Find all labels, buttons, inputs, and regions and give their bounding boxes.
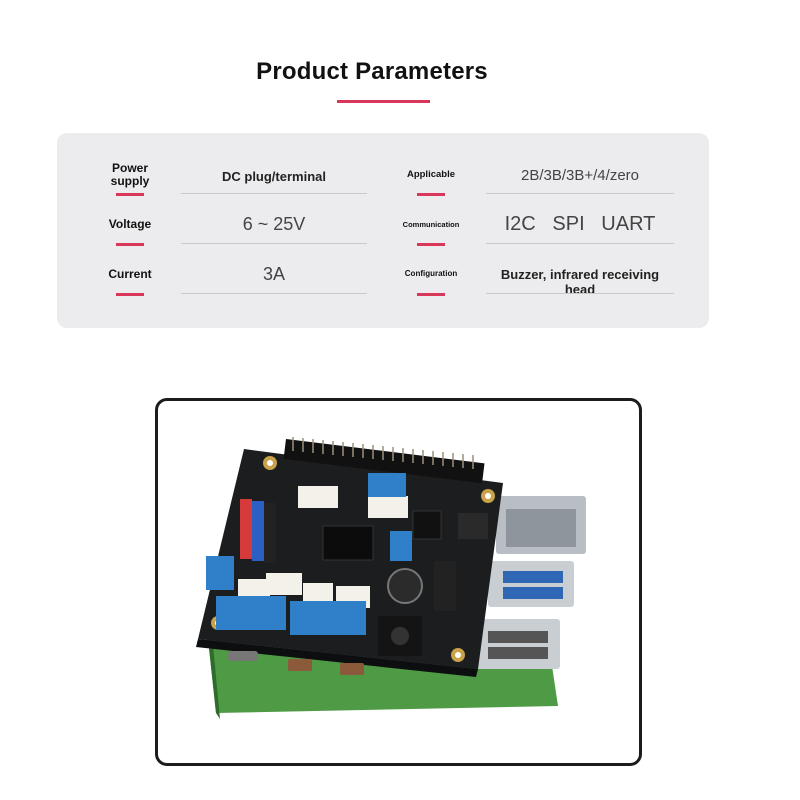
param-accent-communication <box>417 243 445 246</box>
chip <box>412 510 442 540</box>
param-label-applicable: Applicable <box>406 169 456 180</box>
terminal-block <box>290 601 366 635</box>
parameters-card <box>57 133 709 328</box>
switch <box>434 561 456 611</box>
connector <box>298 486 338 508</box>
param-label-power-supply: Power supply <box>110 161 150 189</box>
param-accent-power-supply <box>116 193 144 196</box>
terminal-block <box>368 473 406 497</box>
terminal-block <box>390 531 412 561</box>
chip <box>458 513 488 539</box>
capacitor <box>387 568 423 604</box>
product-photo <box>196 437 586 719</box>
param-label-current: Current <box>108 267 152 281</box>
connector <box>303 583 333 605</box>
param-value-current: 3A <box>262 264 286 284</box>
terminal-block <box>206 556 234 590</box>
param-accent-current <box>116 293 144 296</box>
product-photo-frame <box>155 398 642 766</box>
param-accent-voltage <box>116 243 144 246</box>
param-label-communication: Communication <box>402 220 460 229</box>
param-accent-applicable <box>417 193 445 196</box>
connector <box>238 579 270 601</box>
param-label-configuration: Configuration <box>404 269 458 278</box>
param-divider <box>181 243 367 244</box>
terminal-block <box>216 596 286 630</box>
servo-pin-header <box>240 499 276 563</box>
param-accent-configuration <box>417 293 445 296</box>
param-divider <box>486 293 674 294</box>
chip <box>322 525 374 561</box>
param-value-applicable: 2B/3B/3B+/4/zero <box>521 167 639 184</box>
connector <box>266 573 302 595</box>
param-value-communication: I2C SPI UART <box>504 213 656 235</box>
param-label-voltage: Voltage <box>108 217 152 231</box>
title-underline <box>337 100 430 103</box>
param-divider <box>181 293 367 294</box>
page-title: Product Parameters <box>256 58 488 85</box>
gpio-header <box>283 439 485 484</box>
connector <box>368 496 408 518</box>
param-divider <box>486 243 674 244</box>
param-value-power-supply: DC plug/terminal <box>221 169 326 184</box>
usb-port <box>488 561 574 607</box>
param-value-voltage: 6 ~ 25V <box>242 214 306 234</box>
param-divider <box>181 193 367 194</box>
param-divider <box>486 193 674 194</box>
usb-port <box>476 619 560 669</box>
